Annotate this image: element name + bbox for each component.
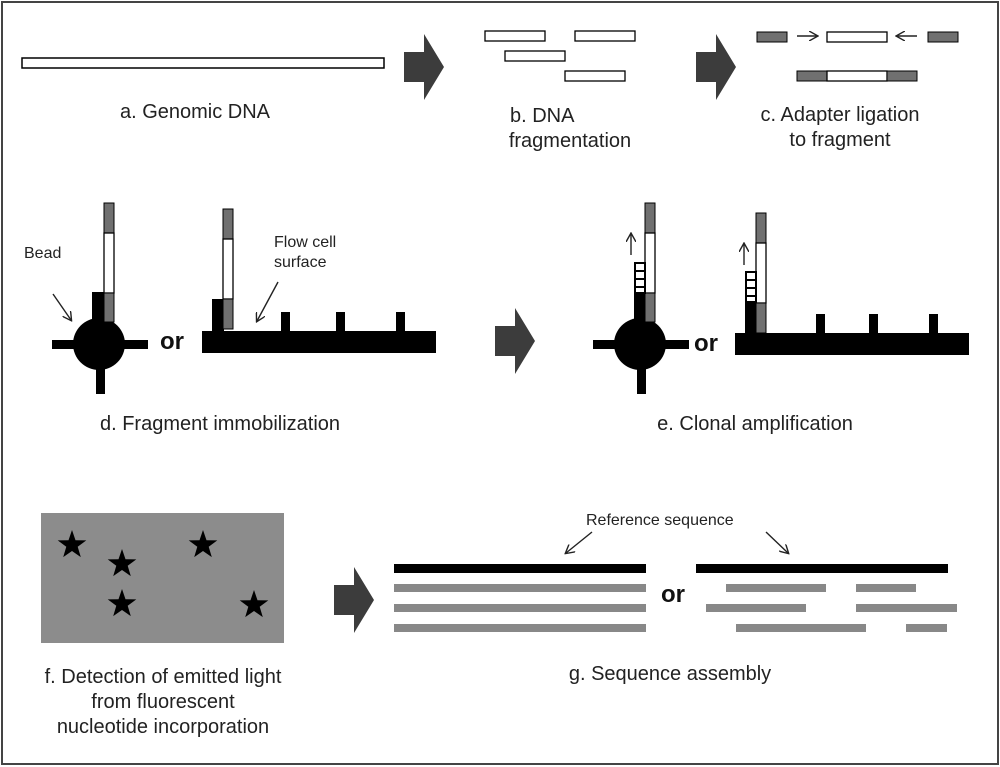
star-icon	[107, 549, 137, 577]
flow-cell-with-fragment	[202, 208, 436, 353]
caption-dna-fragmentation: b. DNA fragmentation	[490, 104, 650, 154]
bead-label: Bead	[24, 245, 62, 262]
bead-amplification	[593, 202, 689, 394]
caption-genomic-dna: a. Genomic DNA	[119, 101, 271, 123]
star-icon	[188, 530, 218, 558]
or-label-assembly: or	[661, 581, 685, 608]
process-arrow-3	[495, 308, 535, 374]
genomic-dna-strand	[21, 57, 385, 69]
star-icon	[107, 589, 137, 617]
process-arrow-4	[334, 567, 374, 633]
process-arrow-2	[696, 34, 736, 100]
adapter-ligation	[756, 31, 959, 82]
reference-sequence-label: Reference sequence	[586, 512, 734, 529]
flow-cell-label: Flow cell surface	[274, 233, 336, 273]
caption-detection: f. Detection of emitted light from fluor…	[18, 665, 308, 740]
reference-sequence-left	[394, 564, 646, 573]
detection-panel	[41, 513, 284, 643]
caption-line: b. DNA	[510, 105, 575, 127]
label-line: Flow cell	[274, 234, 337, 251]
caption-line: to fragment	[789, 129, 891, 151]
star-icon	[239, 590, 269, 618]
caption-sequence-assembly: g. Sequence assembly	[568, 663, 772, 685]
or-label-immobilization: or	[160, 328, 184, 355]
flow-cell-pointer	[257, 281, 279, 321]
flow-cell-amplification	[735, 212, 969, 355]
caption-line: c. Adapter ligation	[760, 104, 920, 126]
label-line: surface	[274, 254, 327, 271]
reference-pointer-left	[566, 531, 593, 553]
reference-pointer-right	[765, 531, 788, 553]
fluorescent-stars	[57, 530, 269, 618]
reference-sequence-right	[696, 564, 948, 573]
caption-line: from fluorescent	[91, 691, 235, 713]
caption-fragment-immobilization: d. Fragment immobilization	[99, 413, 341, 435]
caption-adapter-ligation: c. Adapter ligation to fragment	[735, 103, 945, 153]
caption-line: f. Detection of emitted light	[44, 666, 282, 688]
caption-line: nucleotide incorporation	[56, 716, 270, 738]
dna-fragments	[484, 30, 636, 82]
assembly-left	[394, 564, 646, 632]
bead-with-fragment	[52, 202, 148, 394]
bead-pointer	[52, 293, 71, 320]
caption-line: fragmentation	[508, 130, 632, 152]
star-icon	[57, 530, 87, 558]
process-arrow-1	[404, 34, 444, 100]
adapter-right	[927, 31, 959, 43]
caption-clonal-amplification: e. Clonal amplification	[657, 413, 853, 435]
adapter-left	[756, 31, 788, 43]
assembly-right	[696, 564, 957, 632]
or-label-amplification: or	[694, 330, 718, 357]
